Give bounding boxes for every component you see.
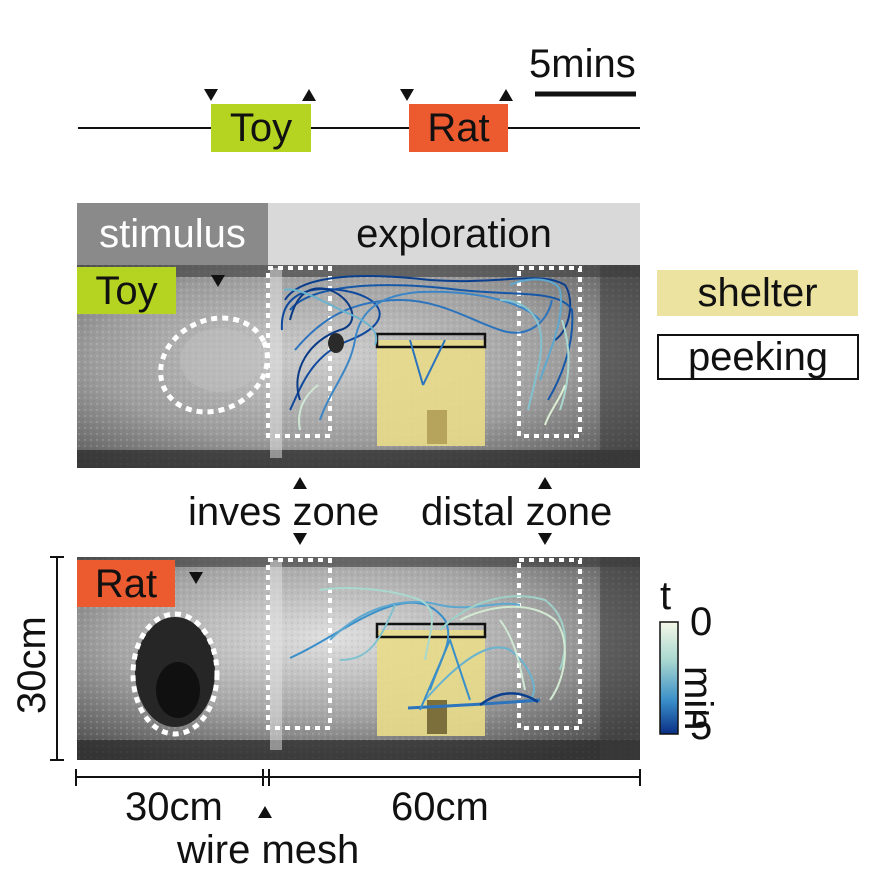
exploration-header: exploration: [268, 203, 640, 265]
exploration-width-label: 60cm: [391, 785, 489, 829]
toy-start-marker: [204, 89, 218, 101]
distal-zone-arrow-up: [538, 477, 552, 489]
bottom-trajectory: [289, 587, 566, 711]
bottom-wire-mesh-marker: [189, 572, 203, 584]
stimulus-header-label: stimulus: [99, 212, 246, 256]
bottom-panel-label: Rat: [94, 561, 158, 606]
top-panel-label-box: Toy: [77, 267, 176, 314]
toy-end-marker: [302, 89, 316, 101]
top-inves-zone: [266, 266, 332, 438]
bottom-stimulus-ellipse: [130, 611, 220, 737]
top-distal-zone: [517, 266, 582, 438]
shelter-legend-label: shelter: [697, 271, 818, 315]
toy-epoch-label: Toy: [229, 106, 293, 150]
stimulus-width-label: 30cm: [125, 785, 223, 829]
inves-zone-arrow-down: [293, 533, 307, 545]
inves-zone-label: inves zone: [188, 490, 380, 534]
rat-epoch-label: Rat: [427, 106, 490, 150]
colorbar-unit: min: [676, 666, 720, 731]
top-stimulus-ellipse: [158, 315, 270, 415]
wire-mesh-label: wire mesh: [177, 828, 360, 872]
inves-zone-arrow-up: [293, 477, 307, 489]
stimulus-header: stimulus: [77, 203, 268, 265]
top-wire-mesh-marker: [211, 275, 225, 287]
top-panel-label: Toy: [95, 268, 158, 313]
exploration-header-label: exploration: [356, 212, 552, 256]
colorbar-title: t: [660, 574, 672, 618]
colorbar-max: 5: [690, 704, 713, 748]
rat-end-marker: [499, 89, 513, 101]
rat-epoch-block: Rat: [409, 104, 508, 152]
rat-start-marker: [400, 89, 414, 101]
shelter-legend: shelter: [657, 270, 858, 316]
bottom-panel-label-box: Rat: [77, 560, 175, 607]
time-colorbar: [659, 621, 679, 735]
colorbar-min: 0: [690, 600, 713, 644]
toy-epoch-block: Toy: [211, 104, 311, 152]
distal-zone-arrow-down: [538, 533, 552, 545]
height-label: 30cm: [10, 616, 54, 714]
top-trajectory: [280, 275, 574, 431]
bottom-inves-zone: [266, 558, 332, 730]
peeking-legend-label: peeking: [687, 335, 829, 379]
scale-bar-label: 5mins: [529, 42, 636, 86]
distal-zone-label: distal zone: [421, 490, 613, 534]
wire-mesh-marker: [258, 806, 272, 818]
peeking-legend: peeking: [657, 334, 859, 380]
bottom-distal-zone: [517, 558, 582, 730]
